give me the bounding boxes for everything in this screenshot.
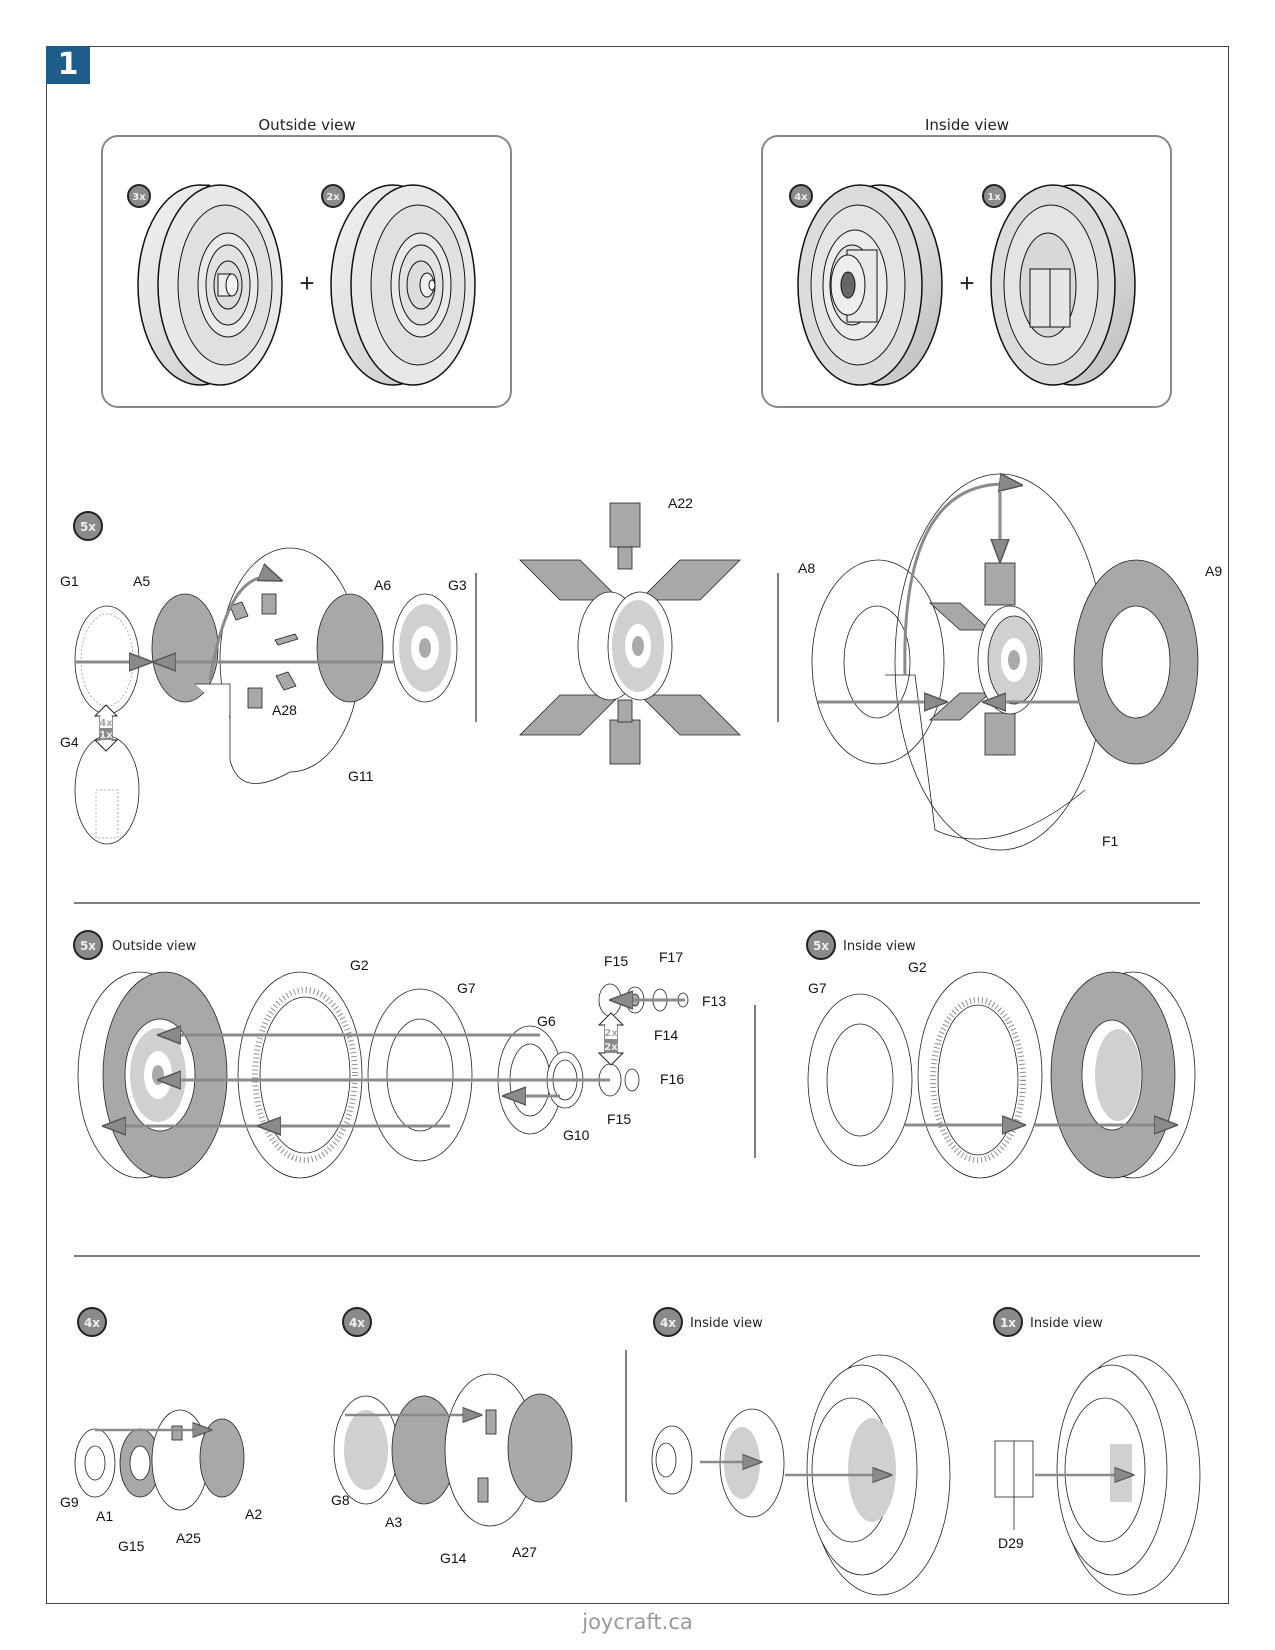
wheel-hub-b <box>333 1373 573 1527</box>
flip-arrow <box>208 577 280 681</box>
inside-view-title: Inside view <box>843 939 916 954</box>
qty-badge <box>993 1307 1023 1337</box>
svg-text:G14: G14 <box>440 1550 467 1566</box>
tire-layers-outside <box>77 971 689 1179</box>
qty-badge <box>653 1307 683 1337</box>
svg-text:G3: G3 <box>448 577 467 593</box>
row3-outside-labels: G2 G7 G6 G10 F15 F17 F13 F14 F16 F15 <box>350 949 726 1143</box>
svg-text:5x: 5x <box>80 520 96 534</box>
wheel-outside-2 <box>330 184 476 386</box>
wheel-hub-a <box>74 1409 245 1511</box>
step-frame <box>46 46 1229 1604</box>
svg-text:A3: A3 <box>385 1514 402 1530</box>
svg-text:G15: G15 <box>118 1538 145 1554</box>
row2-left-labels: G1 A5 A6 G3 A28 G4 G11 <box>60 573 467 784</box>
svg-text:5x: 5x <box>813 939 829 953</box>
qty-badge <box>342 1307 372 1337</box>
row4b-labels: G8 A3 G14 A27 <box>331 1492 537 1566</box>
svg-text:F15: F15 <box>607 1111 631 1127</box>
qty-badge <box>77 1307 107 1337</box>
svg-text:G2: G2 <box>350 957 369 973</box>
svg-text:G8: G8 <box>331 1492 350 1508</box>
svg-text:2x: 2x <box>604 1042 618 1053</box>
qty-badge <box>789 184 813 208</box>
wheel-outside-1 <box>137 184 283 386</box>
svg-text:4x: 4x <box>349 1316 365 1330</box>
svg-text:G6: G6 <box>537 1013 556 1029</box>
svg-text:G7: G7 <box>457 980 476 996</box>
footer-website: joycraft.ca <box>582 1610 693 1634</box>
outside-view-title: Outside view <box>258 116 355 134</box>
svg-text:A5: A5 <box>133 573 150 589</box>
tire-layers-inside <box>807 971 1196 1179</box>
svg-text:G1: G1 <box>60 573 79 589</box>
svg-text:4x: 4x <box>794 192 808 203</box>
svg-text:F14: F14 <box>654 1027 678 1043</box>
svg-text:A1: A1 <box>96 1508 113 1524</box>
svg-text:2x: 2x <box>604 1028 618 1039</box>
svg-text:2x: 2x <box>326 192 340 203</box>
label-a22: A22 <box>668 495 693 511</box>
svg-text:F16: F16 <box>660 1071 684 1087</box>
label-d29: D29 <box>998 1535 1024 1551</box>
inside-view-box <box>761 135 1172 408</box>
svg-text:5x: 5x <box>80 939 96 953</box>
wheel-inside-1 <box>797 184 943 386</box>
row4a-labels: G9 A1 G15 A25 A2 <box>60 1494 262 1554</box>
svg-text:A28: A28 <box>272 702 297 718</box>
svg-text:1x: 1x <box>1000 1316 1016 1330</box>
inside-view-title: Inside view <box>925 116 1009 134</box>
flip-arrow <box>903 484 1020 676</box>
a22-fan-assembly <box>519 502 741 765</box>
svg-text:A6: A6 <box>374 577 391 593</box>
inside-view-title: Inside view <box>1030 1316 1103 1331</box>
svg-text:G9: G9 <box>60 1494 79 1510</box>
svg-text:G10: G10 <box>563 1127 590 1143</box>
svg-text:4x: 4x <box>660 1316 676 1330</box>
label-f1: F1 <box>1102 833 1119 849</box>
qty-badge <box>982 184 1006 208</box>
qty-badge <box>806 930 836 960</box>
svg-text:A25: A25 <box>176 1530 201 1546</box>
wheel-inside-2 <box>990 184 1136 386</box>
svg-text:4x: 4x <box>84 1316 100 1330</box>
ring-assembly <box>811 473 1199 851</box>
svg-text:A2: A2 <box>245 1506 262 1522</box>
qty-badge <box>73 930 103 960</box>
label-g7: G7 <box>808 980 827 996</box>
svg-text:4x: 4x <box>99 718 113 729</box>
plus-sign: + <box>299 268 314 298</box>
inside-view-title: Inside view <box>690 1316 763 1331</box>
svg-text:3x: 3x <box>132 192 146 203</box>
label-a8: A8 <box>798 560 815 576</box>
step-number-badge: 1 <box>46 46 90 84</box>
qty-badge <box>73 511 103 541</box>
outside-view-title: Outside view <box>112 939 197 954</box>
label-a9: A9 <box>1205 563 1222 579</box>
label-g2: G2 <box>908 959 927 975</box>
hub-exploded-view <box>74 547 458 845</box>
svg-text:F15: F15 <box>604 953 628 969</box>
svg-text:A27: A27 <box>512 1544 537 1560</box>
svg-text:G4: G4 <box>60 734 79 750</box>
svg-text:1x: 1x <box>987 192 1001 203</box>
qty-badge <box>321 184 345 208</box>
plus-sign: + <box>959 268 974 298</box>
outside-view-box <box>101 135 512 408</box>
qty-badge <box>127 184 151 208</box>
svg-text:F13: F13 <box>702 993 726 1009</box>
svg-text:G11: G11 <box>348 768 374 784</box>
svg-text:F17: F17 <box>659 949 683 965</box>
svg-text:1x: 1x <box>99 730 113 741</box>
